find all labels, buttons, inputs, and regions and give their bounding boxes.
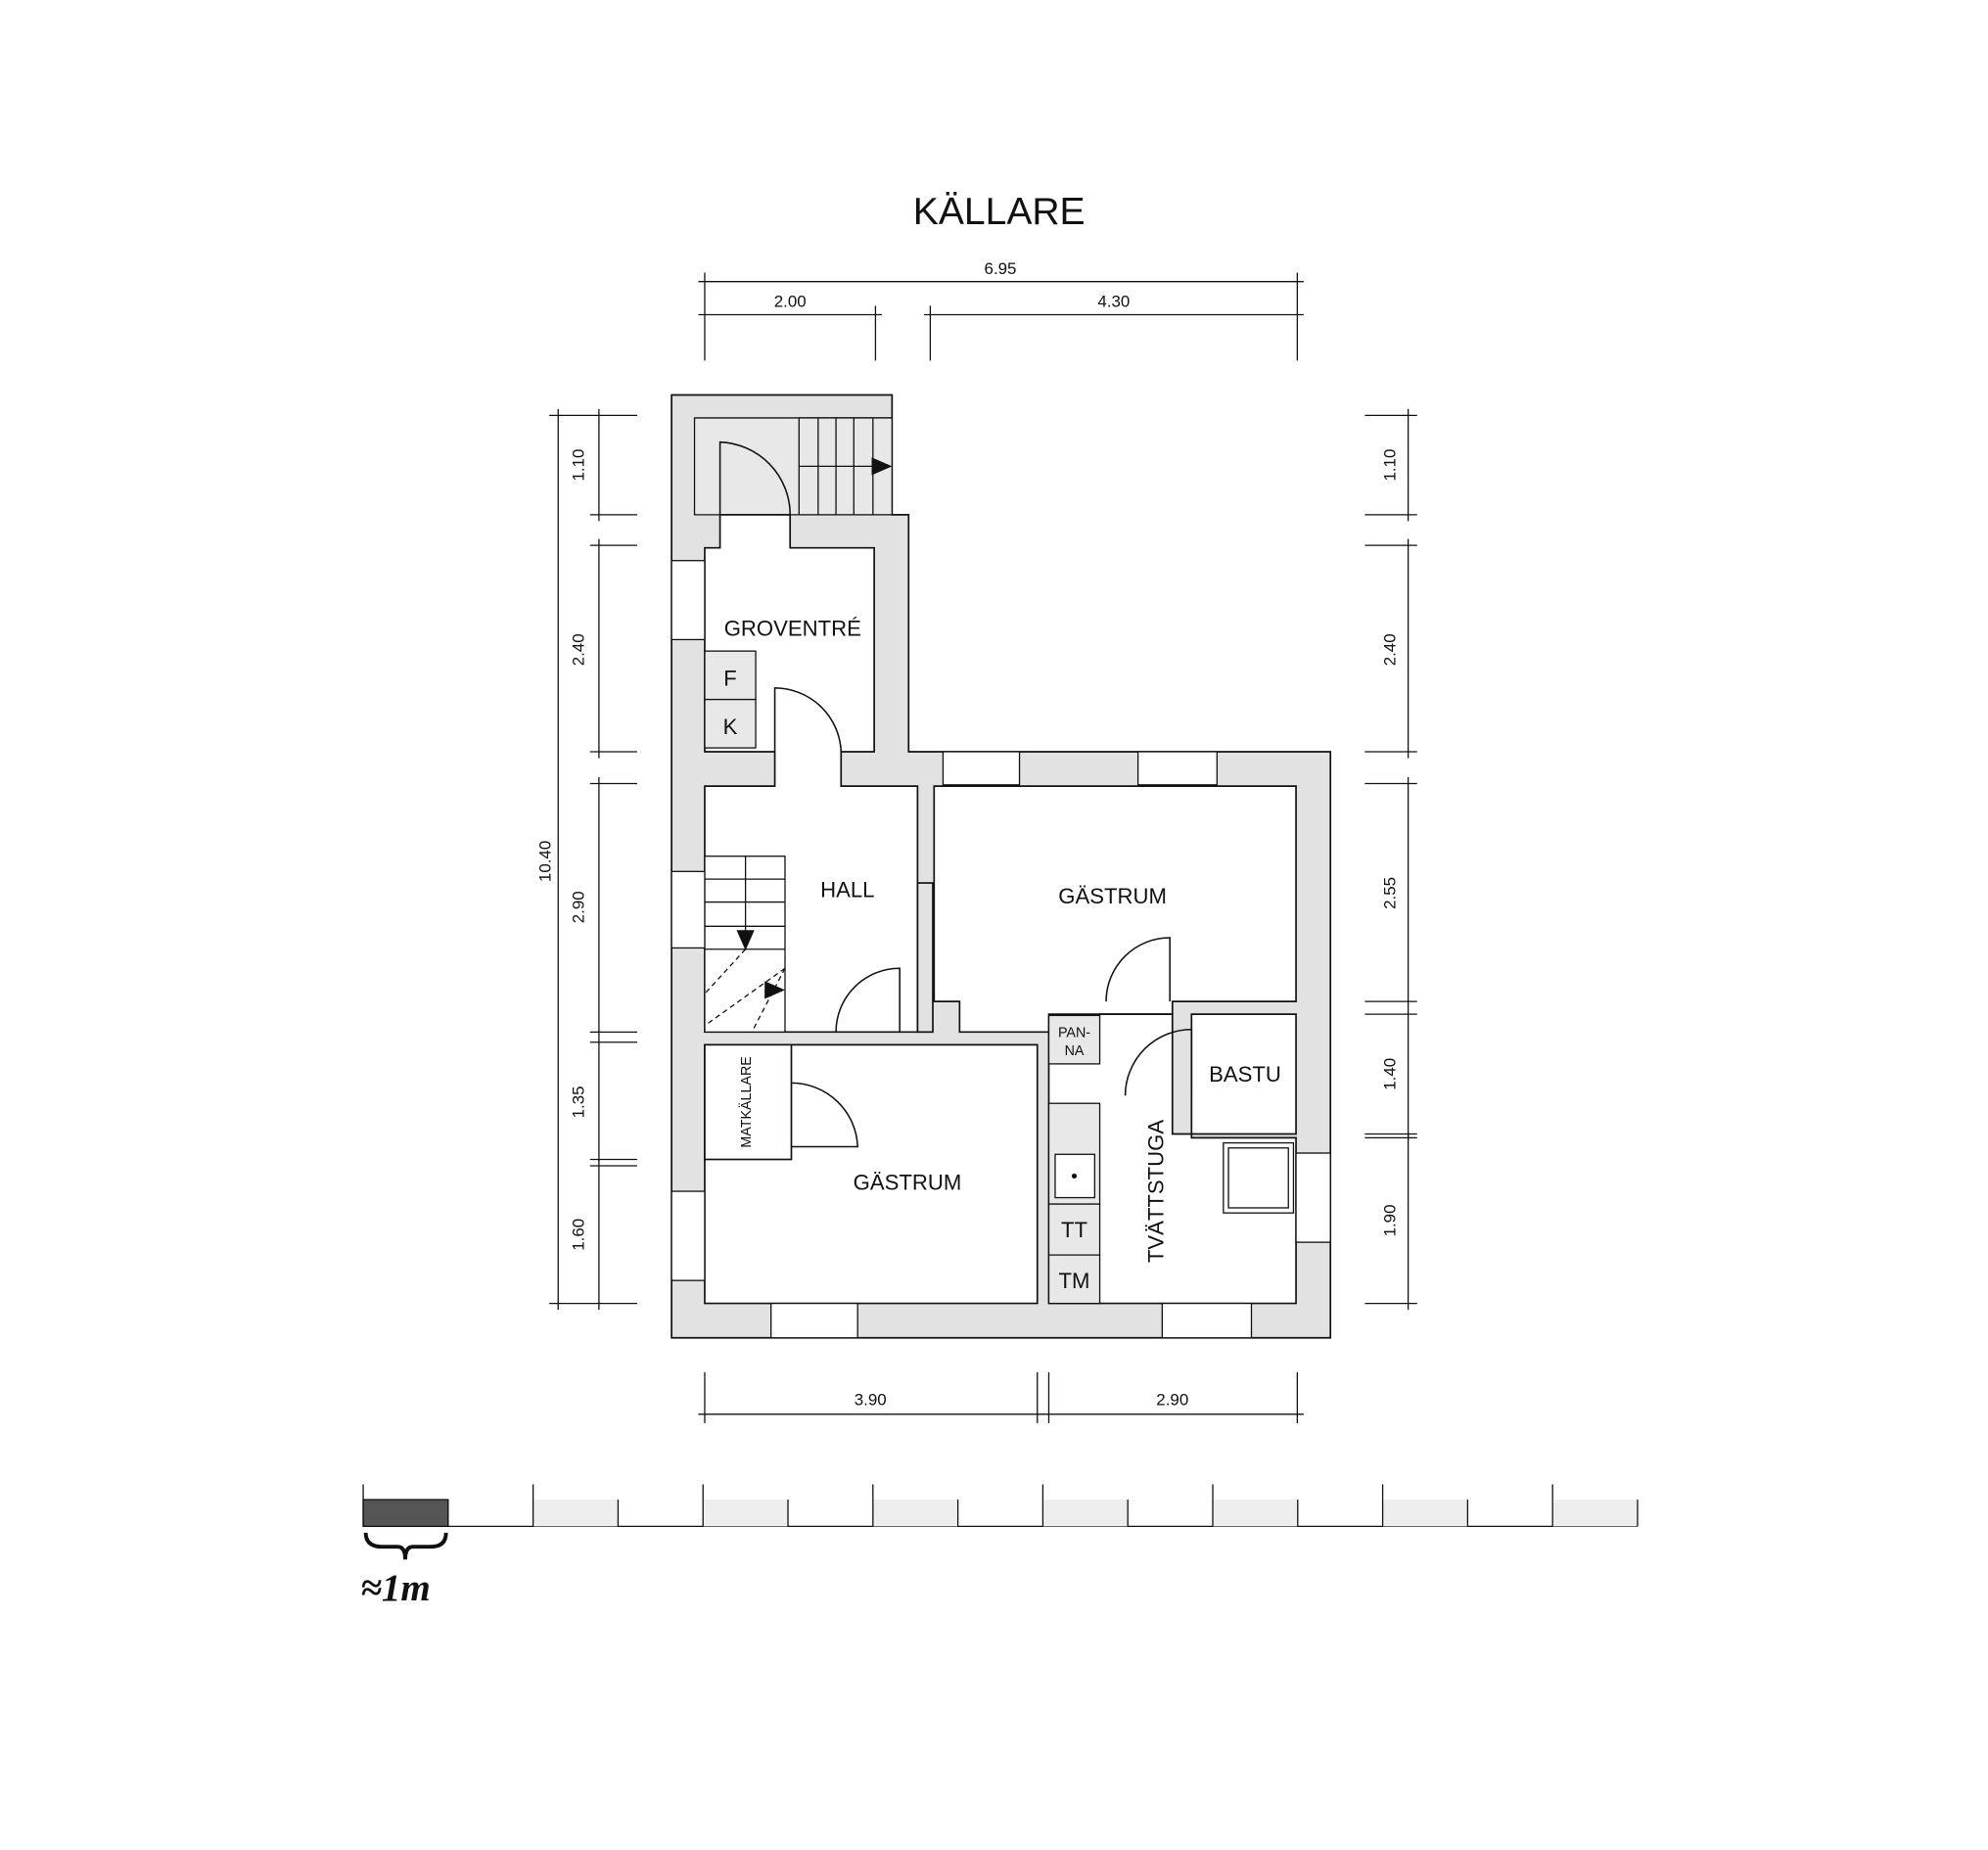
- dryer-label: TT: [1061, 1218, 1087, 1242]
- stair-arrow-down-icon: [736, 930, 755, 951]
- scale-segment: [703, 1500, 789, 1527]
- windows: [670, 560, 1331, 1339]
- scale-segment: [1382, 1500, 1468, 1527]
- door-gastrum-upper: [1105, 937, 1171, 1002]
- dimension-right: 1.10 2.40 2.55 1.40 1.90: [1364, 408, 1417, 1311]
- door-entry: [718, 440, 791, 515]
- scale-segment: [532, 1500, 619, 1527]
- label-gastrum-lower: GÄSTRUM: [854, 1171, 962, 1195]
- dim-left-seg-3: 2.90: [569, 891, 587, 923]
- dim-left-seg-4: 1.35: [569, 1086, 587, 1118]
- freezer: [704, 650, 757, 701]
- stair-arrow-right-icon: [764, 981, 785, 999]
- scale-segment: [1042, 1500, 1129, 1527]
- fridge-label: K: [723, 715, 738, 739]
- plan-title: KÄLLARE: [913, 191, 1086, 233]
- scale-label: ≈1m: [360, 1567, 430, 1609]
- stair-arrow-icon: [871, 457, 893, 476]
- label-matkallare: MATKÄLLARE: [738, 1056, 755, 1147]
- door-groventre: [773, 687, 843, 753]
- scale-brace-icon: [363, 1532, 448, 1560]
- room-matkallare: [704, 1043, 793, 1161]
- door-matkallare: [791, 1082, 859, 1148]
- hall-partition: [916, 882, 934, 1034]
- dim-left-total: 10.40: [535, 841, 554, 882]
- scale-segment: [1212, 1500, 1298, 1527]
- dim-bottom-left: 3.90: [855, 1391, 887, 1410]
- dimension-top: 6.95 2.00 4.30: [698, 259, 1304, 361]
- label-gastrum-upper: GÄSTRUM: [1058, 884, 1167, 908]
- dim-top-left: 2.00: [774, 293, 807, 311]
- dim-left-seg-2: 2.40: [569, 633, 587, 666]
- dim-right-seg-3: 2.55: [1381, 877, 1400, 909]
- dim-left-seg-5: 1.60: [569, 1219, 587, 1251]
- dim-right-seg-2: 2.40: [1381, 633, 1400, 666]
- scale-segment: [872, 1500, 958, 1527]
- boiler: [1047, 1014, 1101, 1065]
- stair-top: [798, 417, 893, 516]
- stair-hall: [704, 856, 786, 1033]
- room-gastrum-upper: [933, 785, 1297, 1034]
- boiler-label-1: PAN-: [1058, 1026, 1090, 1041]
- fridge: [704, 698, 757, 749]
- freezer-label: F: [723, 666, 737, 690]
- scale-segment: [1552, 1500, 1638, 1527]
- scale-segment-filled: [362, 1499, 449, 1528]
- room-tvattstuga: [1047, 1013, 1297, 1305]
- label-tvattstuga: TVÄTTSTUGA: [1144, 1120, 1169, 1264]
- label-bastu: BASTU: [1209, 1062, 1281, 1087]
- label-hall: HALL: [820, 877, 874, 902]
- boiler-label-2: NA: [1065, 1043, 1085, 1059]
- dim-right-seg-4: 1.40: [1381, 1058, 1400, 1090]
- dim-top-right: 4.30: [1097, 293, 1130, 311]
- dim-bottom-right: 2.90: [1156, 1391, 1188, 1410]
- dimension-left: 10.40 1.10 2.40 2.90 1.35 1.60: [535, 408, 637, 1311]
- dim-right-seg-1: 1.10: [1381, 449, 1400, 482]
- dimension-bottom: 3.90 2.90: [698, 1371, 1304, 1423]
- dim-left-seg-1: 1.10: [569, 449, 587, 482]
- dim-top-total: 6.95: [985, 259, 1017, 278]
- washer-label: TM: [1059, 1269, 1090, 1293]
- door-bastu: [1124, 1028, 1193, 1096]
- shower-icon: [1223, 1141, 1295, 1214]
- label-groventre: GROVENTRÉ: [724, 617, 861, 641]
- scale-bar: [362, 1484, 1639, 1528]
- door-gastrum-lower: [835, 967, 901, 1033]
- dim-right-seg-5: 1.90: [1381, 1205, 1400, 1237]
